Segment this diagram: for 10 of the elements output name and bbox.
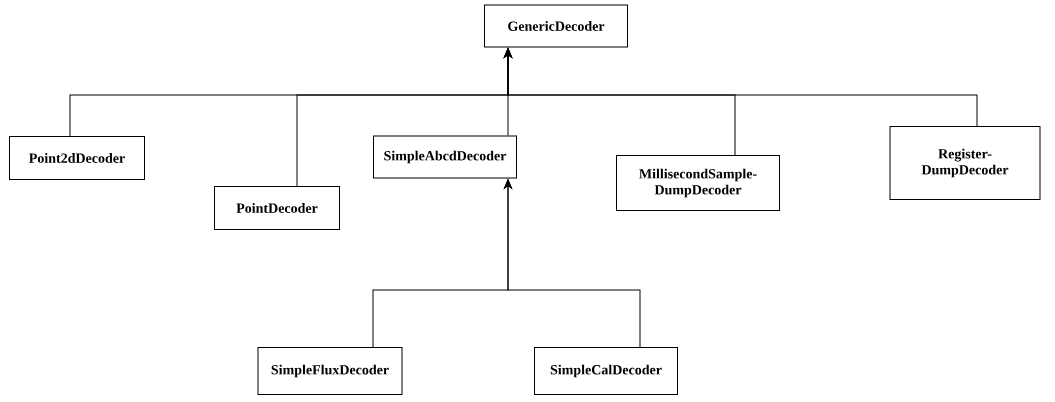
inheritance-arrow — [504, 179, 641, 348]
inheritance-arrow — [504, 48, 978, 127]
class-box: PointDecoder — [214, 186, 340, 230]
class-box: SimpleCalDecoder — [534, 347, 678, 395]
class-box: GenericDecoder — [484, 4, 628, 48]
class-box: SimpleAbcdDecoder — [373, 135, 517, 179]
class-box: MillisecondSample- DumpDecoder — [616, 155, 780, 211]
class-box: SimpleFluxDecoder — [257, 347, 403, 395]
class-box: Register- DumpDecoder — [889, 126, 1041, 200]
class-box: Point2dDecoder — [9, 136, 145, 180]
